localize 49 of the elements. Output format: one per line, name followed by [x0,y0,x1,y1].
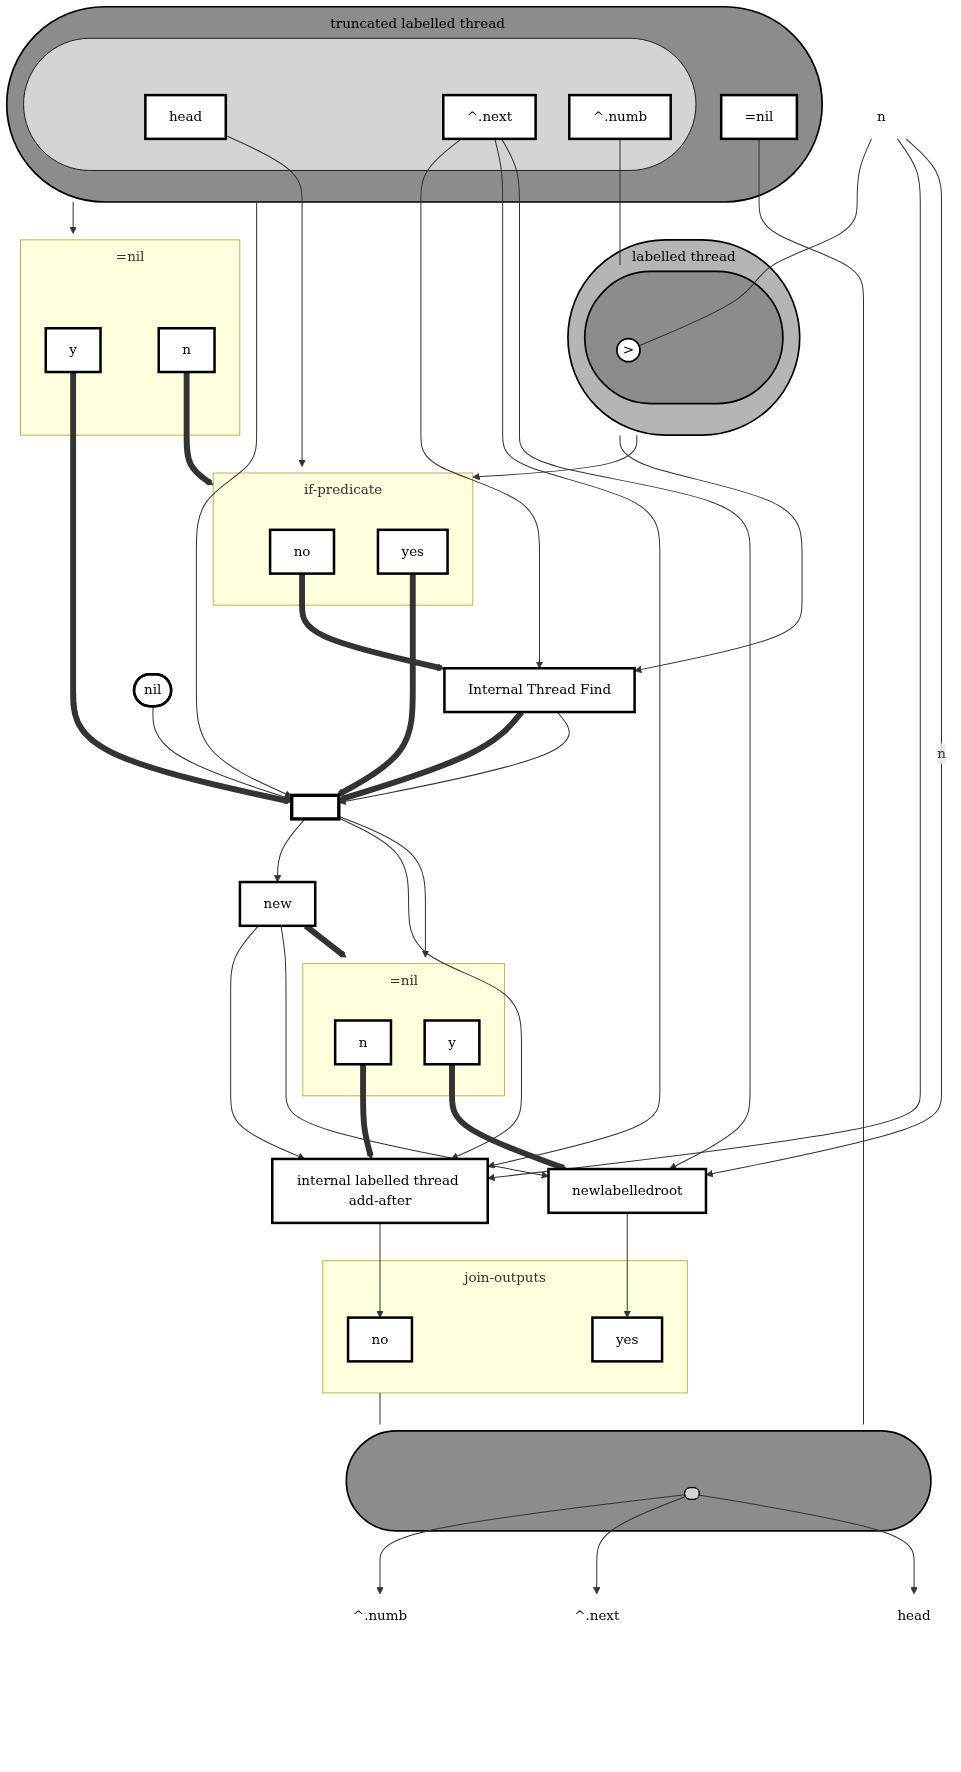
arrow [619,434,803,674]
node-box: yes [376,528,449,575]
connector [379,1392,381,1425]
arrow [501,138,751,1170]
arrow [225,134,306,468]
arrow [699,1494,918,1595]
node-box: n [157,327,216,374]
node-box: yes [591,1316,664,1363]
node-text: ^.next [574,1607,620,1624]
arrow [336,573,416,797]
arrow [273,818,306,883]
node-box: no [268,528,336,575]
arrow [487,138,921,1182]
arrow [183,372,214,486]
node-box: new [238,880,317,928]
arrow [420,138,544,669]
node-box: y [44,327,102,374]
node-box: internal labelled thread add-after [271,1157,489,1225]
arrow [195,201,292,798]
node-box: Internal Thread Find [443,667,636,714]
arrow [69,201,77,234]
node-box: =nil [719,93,799,141]
arrow [376,1222,384,1318]
node-box: n [333,1019,393,1066]
connector [619,138,621,266]
arrow [705,138,942,1178]
connector [638,138,872,347]
arrow [623,1212,631,1318]
arrow [280,925,549,1179]
cluster [23,37,697,171]
arrow [472,434,638,481]
node-text: ^.numb [352,1607,408,1624]
arrow [593,1496,687,1595]
edge-label: n [937,745,946,762]
arrow [487,138,661,1169]
node-box: y [423,1019,481,1066]
node-box: ^.numb [568,93,672,141]
arrow [299,573,445,671]
node-box: no [346,1316,414,1363]
node-box: newlabelledroot [547,1167,708,1215]
arrow [376,1494,686,1595]
node-text: n [877,108,886,125]
node-bar [290,793,341,821]
node-circle: > [616,337,641,363]
node-text: head [897,1607,931,1624]
node-box: head [144,93,228,141]
node-box: ^.next [442,93,537,141]
connector [758,138,864,1425]
cluster [583,270,784,405]
